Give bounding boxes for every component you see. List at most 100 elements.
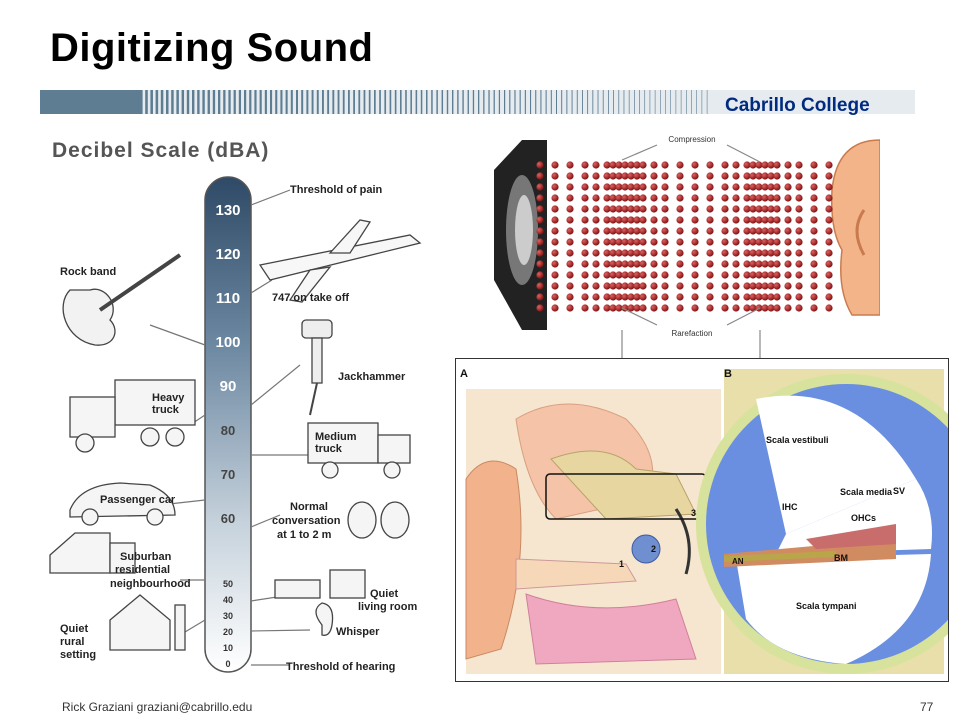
air-particle (755, 216, 763, 224)
air-particle (706, 304, 714, 312)
air-particle (795, 238, 803, 246)
ohcs-label: OHCs (851, 513, 876, 523)
air-particle (633, 304, 641, 312)
air-particle (795, 282, 803, 290)
air-particle (627, 183, 635, 191)
air-particle (706, 249, 714, 257)
air-particle (609, 293, 617, 301)
air-particle (795, 304, 803, 312)
air-particle (650, 249, 658, 257)
air-particle (592, 249, 600, 257)
air-particle (732, 227, 740, 235)
air-particle (691, 172, 699, 180)
air-particle (566, 304, 574, 312)
air-particle (639, 216, 647, 224)
air-particle (650, 271, 658, 279)
air-particle (536, 260, 544, 268)
air-particle (551, 172, 559, 180)
air-particle (621, 183, 629, 191)
air-particle (767, 205, 775, 213)
air-particle (633, 271, 641, 279)
label-heavy-truck-2: truck (152, 404, 180, 416)
air-particle (581, 271, 589, 279)
air-particle (825, 216, 833, 224)
slide-title: Digitizing Sound (50, 26, 374, 70)
air-particle (721, 238, 729, 246)
air-particle (706, 271, 714, 279)
air-particle (536, 216, 544, 224)
air-particle (767, 282, 775, 290)
air-particle (633, 260, 641, 268)
air-particle (621, 161, 629, 169)
air-particle (615, 304, 623, 312)
air-particle (621, 249, 629, 257)
air-particle (732, 238, 740, 246)
air-particle (691, 161, 699, 169)
air-particle (743, 172, 751, 180)
air-particle (732, 183, 740, 191)
air-particle (721, 194, 729, 202)
air-particle (721, 161, 729, 169)
air-particle (633, 249, 641, 257)
air-particle (639, 282, 647, 290)
air-particle (749, 194, 757, 202)
air-particle (581, 172, 589, 180)
air-particle (755, 271, 763, 279)
air-particle (566, 249, 574, 257)
air-particle (691, 227, 699, 235)
air-particle (691, 304, 699, 312)
air-particle (810, 161, 818, 169)
air-particle (627, 205, 635, 213)
air-particle (615, 238, 623, 246)
air-particle (761, 227, 769, 235)
ear-label-1: 1 (619, 559, 624, 569)
air-particle (761, 304, 769, 312)
air-particle (691, 293, 699, 301)
air-particle (761, 238, 769, 246)
decibel-tick-120: 120 (215, 246, 240, 263)
air-particle (650, 304, 658, 312)
air-particle (621, 282, 629, 290)
air-particle (566, 260, 574, 268)
air-particle (732, 249, 740, 257)
cochlea-cross-section-illustration (696, 369, 960, 674)
air-particle (603, 227, 611, 235)
air-particle (650, 238, 658, 246)
air-particle (661, 183, 669, 191)
decibel-tick-60: 60 (221, 511, 235, 526)
air-particle (749, 161, 757, 169)
air-particle (536, 183, 544, 191)
air-particle (639, 172, 647, 180)
air-particle (810, 238, 818, 246)
air-particle (721, 293, 729, 301)
air-particle (761, 293, 769, 301)
air-particle (633, 227, 641, 235)
air-particle (536, 205, 544, 213)
air-particle (749, 282, 757, 290)
air-particle (784, 216, 792, 224)
air-particle (743, 227, 751, 235)
air-particle (621, 293, 629, 301)
air-particle (627, 161, 635, 169)
air-particle (743, 216, 751, 224)
air-particle (743, 304, 751, 312)
air-particle (773, 227, 781, 235)
air-particle (551, 216, 559, 224)
label-normal-conv-2: conversation (272, 515, 341, 527)
air-particle (825, 260, 833, 268)
air-particle (749, 172, 757, 180)
air-particle (676, 227, 684, 235)
air-particle (743, 271, 751, 279)
sv-label: SV (893, 486, 905, 496)
air-particle (773, 216, 781, 224)
air-particle (592, 282, 600, 290)
air-particle (621, 227, 629, 235)
air-particle (767, 238, 775, 246)
thermometer (204, 176, 252, 673)
air-particle (749, 183, 757, 191)
air-particle (784, 172, 792, 180)
air-particle (639, 194, 647, 202)
air-particle (592, 194, 600, 202)
air-particle (755, 249, 763, 257)
air-particle (691, 249, 699, 257)
